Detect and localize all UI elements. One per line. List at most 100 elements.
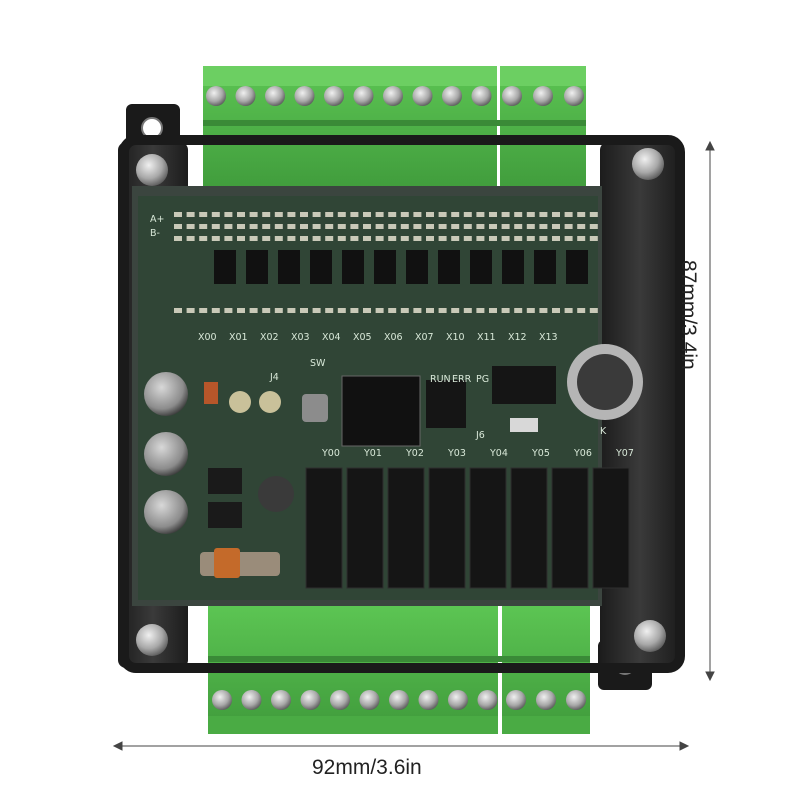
resistor [186, 236, 195, 241]
resistor [514, 308, 523, 313]
resistor [174, 212, 182, 217]
resistor [287, 212, 296, 217]
resistor [552, 308, 560, 313]
resistor [564, 224, 573, 229]
resistor [426, 308, 434, 313]
resistor [274, 212, 283, 217]
terminal-screw [564, 86, 584, 106]
resistor [211, 308, 220, 313]
optocoupler [278, 250, 300, 284]
resistor [388, 308, 397, 313]
k-label: K [600, 426, 607, 437]
relay [510, 467, 548, 589]
terminal-screw [383, 86, 403, 106]
resistor [350, 212, 359, 217]
optocoupler [214, 250, 236, 284]
chips [302, 344, 643, 447]
resistor [426, 212, 434, 217]
resistor [199, 212, 208, 217]
resistor [501, 212, 510, 217]
capacitors [144, 372, 294, 534]
resistor [325, 224, 334, 229]
resistor [249, 308, 258, 313]
resistor [375, 236, 384, 241]
output-label-y07: Y07 [615, 448, 634, 459]
terminal-screw [353, 86, 374, 106]
resistor [325, 236, 334, 241]
terminal-screw [359, 690, 380, 710]
resistor [375, 224, 384, 229]
resistor [174, 224, 182, 229]
optocoupler [310, 250, 332, 284]
resistor [388, 224, 397, 229]
j4-label: J4 [269, 372, 279, 383]
resistor [400, 212, 409, 217]
resistor [363, 212, 371, 217]
resistor [237, 236, 245, 241]
resistor [564, 212, 573, 217]
resistor [438, 224, 447, 229]
a-plus-label: A+ [150, 214, 164, 225]
resistor [300, 224, 308, 229]
output-label-y00: Y00 [321, 448, 340, 459]
top-terminal-blocks [203, 66, 586, 200]
resistor [249, 236, 258, 241]
resistor [501, 224, 510, 229]
resistor [211, 236, 220, 241]
resistor [451, 224, 460, 229]
resistor [312, 224, 321, 229]
resistor [375, 308, 384, 313]
pg-label: PG [476, 374, 489, 385]
resistor [476, 212, 485, 217]
resistor [300, 236, 308, 241]
output-label-y03: Y03 [447, 448, 466, 459]
resistor [514, 212, 523, 217]
resistor [199, 308, 208, 313]
resistor [400, 236, 409, 241]
resistor [199, 224, 208, 229]
b-minus-label: B- [150, 228, 160, 239]
resistor [363, 308, 371, 313]
relay [387, 467, 425, 589]
resistor [287, 236, 296, 241]
run-label: RUN [430, 374, 451, 385]
resistor [489, 224, 497, 229]
input-label-x10: X10 [446, 332, 465, 343]
resistor [375, 212, 384, 217]
resistor [577, 212, 586, 217]
terminal-screw [506, 690, 526, 710]
resistor [552, 224, 560, 229]
resistor [262, 236, 271, 241]
resistor [526, 224, 535, 229]
terminal-screw [324, 86, 344, 106]
relay [592, 467, 630, 589]
terminal-screw [566, 690, 586, 710]
resistor-array [174, 212, 598, 313]
output-label-y05: Y05 [531, 448, 550, 459]
resistor [463, 224, 472, 229]
resistor [388, 212, 397, 217]
optocoupler [374, 250, 396, 284]
relay [428, 467, 466, 589]
terminal-screw [442, 86, 462, 106]
optocoupler-array [214, 250, 588, 284]
resistor [589, 212, 598, 217]
output-label-y01: Y01 [363, 448, 382, 459]
resistor [199, 236, 208, 241]
resistor [438, 212, 447, 217]
resistor [211, 212, 220, 217]
resistor [526, 236, 535, 241]
relay [305, 467, 343, 589]
resistor [262, 212, 271, 217]
resistor [539, 308, 548, 313]
terminal-screw [502, 86, 522, 106]
resistor [186, 224, 195, 229]
resistor [237, 212, 245, 217]
resistor [400, 308, 409, 313]
resistor [312, 236, 321, 241]
resistor [363, 224, 371, 229]
resistor [400, 224, 409, 229]
input-label-x06: X06 [384, 332, 403, 343]
